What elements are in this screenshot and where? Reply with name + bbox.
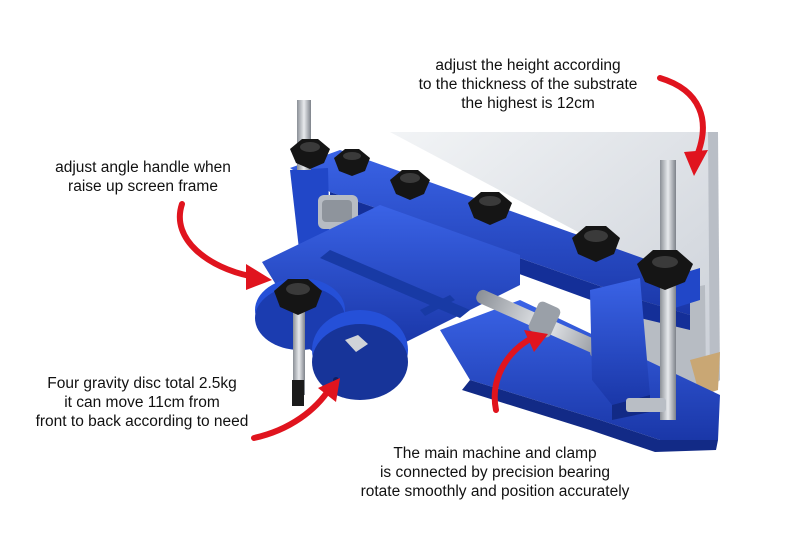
knob-icon	[334, 149, 370, 176]
knob-icon	[290, 139, 330, 169]
knob-icon	[572, 226, 620, 262]
star-knobs	[274, 139, 693, 315]
bolt-head-icon	[345, 335, 368, 352]
annotation-arrows	[177, 75, 708, 441]
note-line: adjust the height according	[435, 57, 621, 74]
gravity-disc-note: Four gravity disc total 2.5kg it can mov…	[8, 374, 276, 431]
angle-handle-note: adjust angle handle when raise up screen…	[18, 158, 268, 196]
note-line: rotate smoothly and position accurately	[360, 483, 630, 500]
note-line: The main machine and clamp	[393, 445, 597, 462]
arrow-icon	[251, 378, 340, 441]
knob-icon	[637, 250, 693, 290]
note-line: Four gravity disc total 2.5kg	[47, 375, 237, 392]
height-adjust-note: adjust the height according to the thick…	[378, 56, 678, 113]
note-line: adjust angle handle when	[55, 159, 231, 176]
bearing-note: The main machine and clamp is connected …	[330, 444, 660, 501]
note-line: raise up screen frame	[68, 178, 218, 195]
knob-icon	[390, 170, 430, 200]
knob-icon	[468, 192, 512, 225]
arrow-icon	[491, 330, 548, 413]
angle-handle-rod	[293, 305, 305, 395]
arrow-icon	[657, 75, 708, 176]
knob-icon	[274, 279, 322, 315]
arrow-icon	[177, 201, 272, 290]
note-line: it can move 11cm from	[64, 394, 220, 411]
note-line: the highest is 12cm	[461, 95, 595, 112]
note-line: front to back according to need	[35, 413, 249, 430]
note-line: is connected by precision bearing	[379, 464, 611, 481]
right-threaded-rod	[660, 160, 676, 420]
note-line: to the thickness of the substrate	[418, 76, 638, 93]
gravity-plate	[255, 205, 520, 400]
